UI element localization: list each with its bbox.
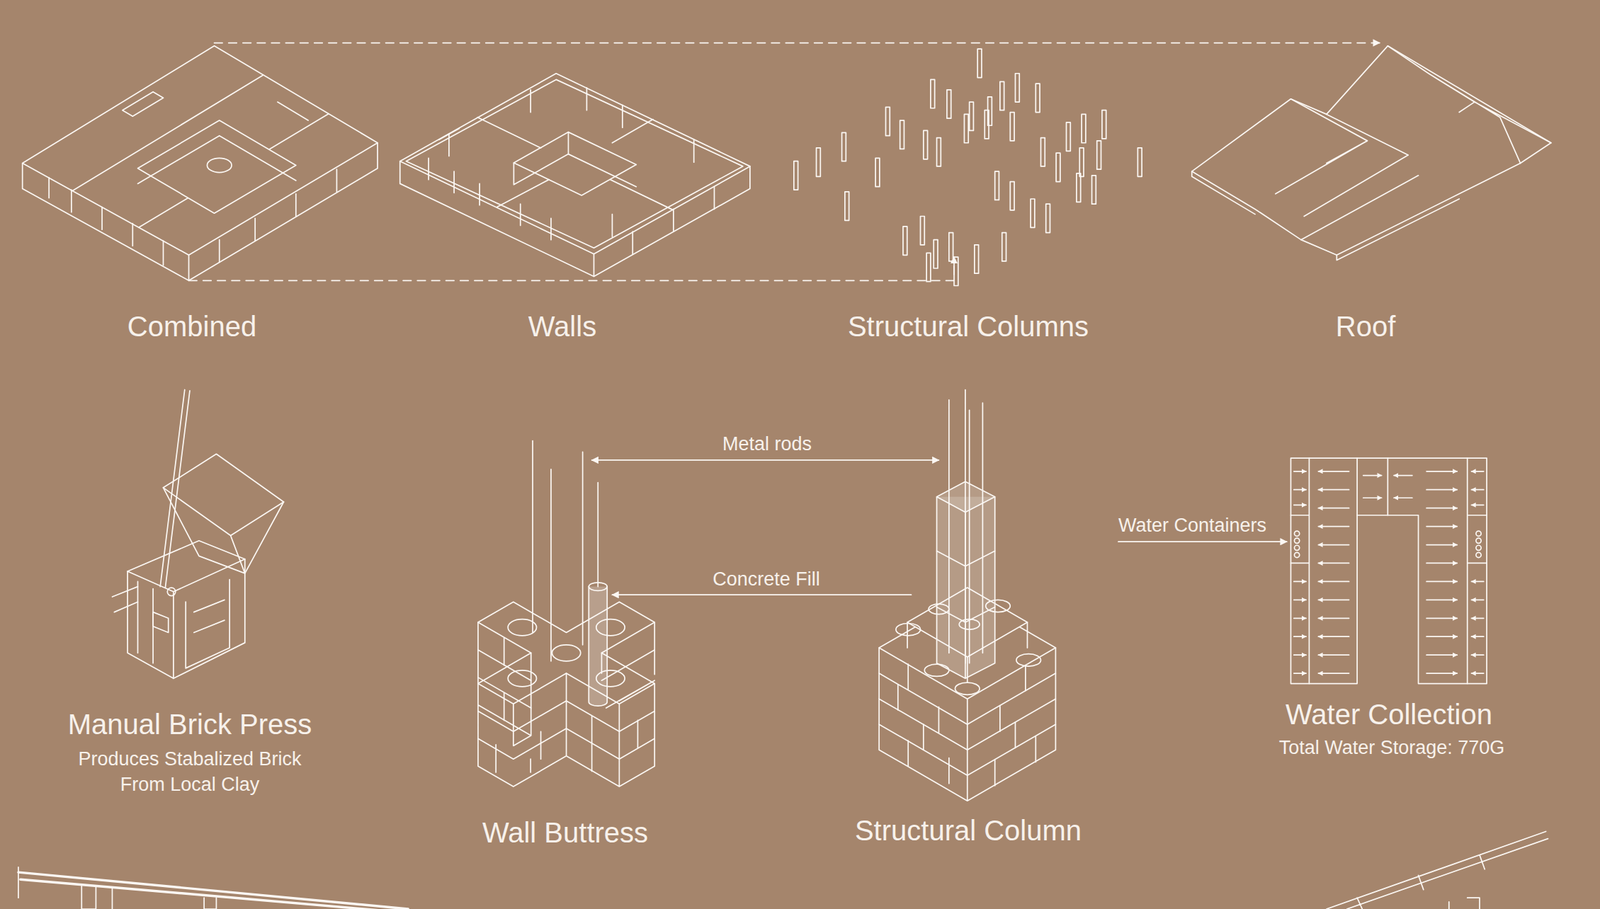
component-title: Water Collection	[1285, 697, 1493, 732]
callout-label: Water Containers	[1118, 514, 1267, 537]
component-title: Wall Buttress	[482, 815, 649, 850]
drawing-caption: Roof	[1335, 309, 1397, 344]
component-note: Total Water Storage: 770G	[1279, 736, 1506, 760]
drawing-caption: Walls	[528, 309, 597, 344]
component-note: Produces Stabalized Brick From Local Cla…	[55, 746, 325, 799]
component-title: Structural Column	[854, 813, 1082, 848]
drawing-caption: Structural Columns	[847, 309, 1089, 344]
component-title: Manual Brick Press	[67, 707, 313, 742]
callout-label: Metal rods	[722, 432, 812, 456]
drawing-caption: Combined	[127, 309, 257, 344]
callout-label: Concrete Fill	[712, 568, 821, 591]
